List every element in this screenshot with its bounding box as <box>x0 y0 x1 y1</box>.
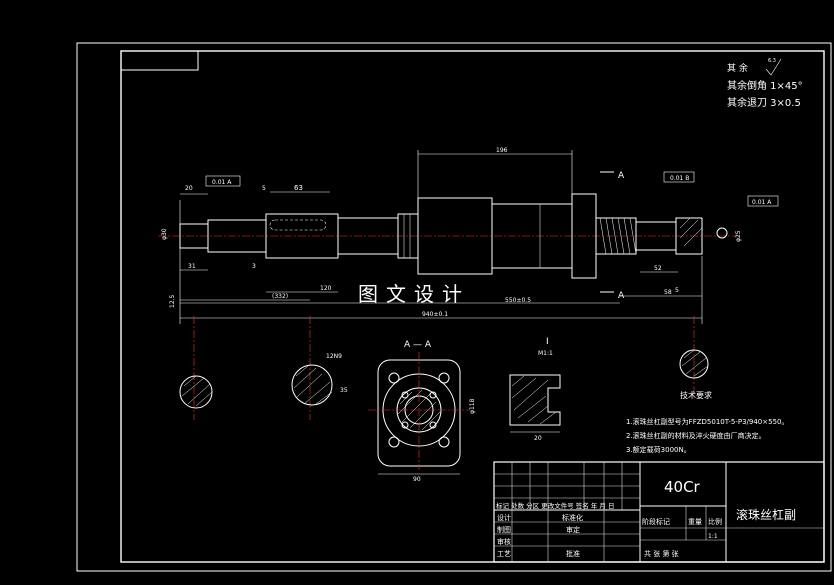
tb-sheets: 共 张 第 张 <box>644 549 679 558</box>
tb-scale-value: 1:1 <box>708 533 718 540</box>
tolerance-1: 0.01 A <box>212 179 232 186</box>
dim-5b: 5 <box>675 287 679 294</box>
dim-12n9: 12N9 <box>326 353 342 360</box>
corner-box <box>120 50 199 71</box>
note-rest-value: 6.3 <box>768 58 776 64</box>
section-title: A — A <box>404 340 432 350</box>
tech-item-2: 2.滚珠丝杠副的材料及淬火硬度由厂商决定。 <box>626 431 766 440</box>
tech-item-1: 1.滚珠丝杠副型号为FFZD5010T-5-P3/940×550。 <box>626 417 789 426</box>
note-undercut: 其余退刀 3×0.5 <box>727 96 801 109</box>
keyway <box>269 219 327 231</box>
dim-phi25: φ25 <box>735 230 742 242</box>
sheet-inner-border <box>120 50 825 563</box>
tb-process: 工艺 <box>497 550 511 558</box>
tb-header-row: 标记 处数 分区 更改文件号 签名 年 月 日 <box>496 501 614 510</box>
tb-weight: 重量 <box>688 518 702 526</box>
dim-58: 58 <box>664 289 672 296</box>
note-rest: 其 余 <box>727 62 748 74</box>
tolerance-frames: 0.01 A 0.01 B 0.01 A <box>205 171 779 207</box>
watermark: 图文设计 <box>358 282 470 306</box>
shaft-end-right <box>675 217 703 255</box>
section-marker-a-bottom: A <box>618 291 625 301</box>
tolerance-3: 0.01 A <box>752 199 772 206</box>
dim-118: φ118 <box>469 398 476 414</box>
dim-940: 940±0.1 <box>422 311 448 318</box>
dim-35: 35 <box>340 387 348 394</box>
dim-phi30: φ30 <box>161 228 168 240</box>
tb-review: 审定 <box>566 525 580 534</box>
dimensions: 196 20 5 63 31 120 (332) 550±0.5 940±0.1… <box>161 147 742 324</box>
roughness-symbol <box>765 58 782 76</box>
dim-63: 63 <box>294 184 303 192</box>
tolerance-2: 0.01 B <box>670 175 689 182</box>
note-chamfer: 其余倒角 1×45° <box>727 79 803 92</box>
keyway-section-left <box>179 316 213 420</box>
tb-material: 40Cr <box>664 478 701 496</box>
dim-3: 3 <box>252 263 256 270</box>
tech-item-3: 3.额定载荷3000N。 <box>626 445 691 454</box>
tb-scale: 比例 <box>708 517 722 526</box>
dim-31: 31 <box>188 263 196 270</box>
dim-12-5: 12.5 <box>169 294 176 308</box>
main-shaft-view <box>158 193 738 279</box>
dim-90: 90 <box>413 476 421 483</box>
flange-section-view: A — A 90 φ118 <box>368 340 476 483</box>
detail-marker: I <box>546 337 549 347</box>
tb-check: 审核 <box>497 537 511 546</box>
technical-requirements: 技术要求 1.滚珠丝杠副型号为FFZD5010T-5-P3/940×550。 2… <box>626 390 789 454</box>
tb-stage-mark: 阶段标记 <box>642 517 670 526</box>
tb-drawn: 制图 <box>497 525 511 534</box>
dim-550: 550±0.5 <box>505 297 531 304</box>
dim-20b: 20 <box>534 435 542 442</box>
dim-20: 20 <box>185 185 193 192</box>
dim-52: 52 <box>654 265 662 272</box>
tb-standard: 标准化 <box>562 513 583 522</box>
title-block: 标记 处数 分区 更改文件号 签名 年 月 日 设计 标准化 制图 审定 审核 … <box>493 461 825 563</box>
keyway-section-mid: 12N9 35 <box>291 316 348 420</box>
dim-332: (332) <box>272 293 288 300</box>
dim-5: 5 <box>262 185 266 192</box>
tb-design: 设计 <box>497 513 511 522</box>
dim-196: 196 <box>496 147 508 154</box>
end-section-right <box>679 316 709 392</box>
detail-view-i: I M1:1 20 <box>509 337 561 442</box>
dim-120: 120 <box>320 285 332 292</box>
tb-part-name: 滚珠丝杠副 <box>736 507 796 522</box>
tech-heading: 技术要求 <box>680 390 712 400</box>
tb-approve: 批准 <box>566 549 580 558</box>
surface-notes: 其 余 6.3 其余倒角 1×45° 其余退刀 3×0.5 <box>727 58 803 109</box>
sheet-outer-border <box>76 42 832 572</box>
section-marker-a-top: A <box>618 171 625 181</box>
detail-scale: M1:1 <box>538 350 553 357</box>
